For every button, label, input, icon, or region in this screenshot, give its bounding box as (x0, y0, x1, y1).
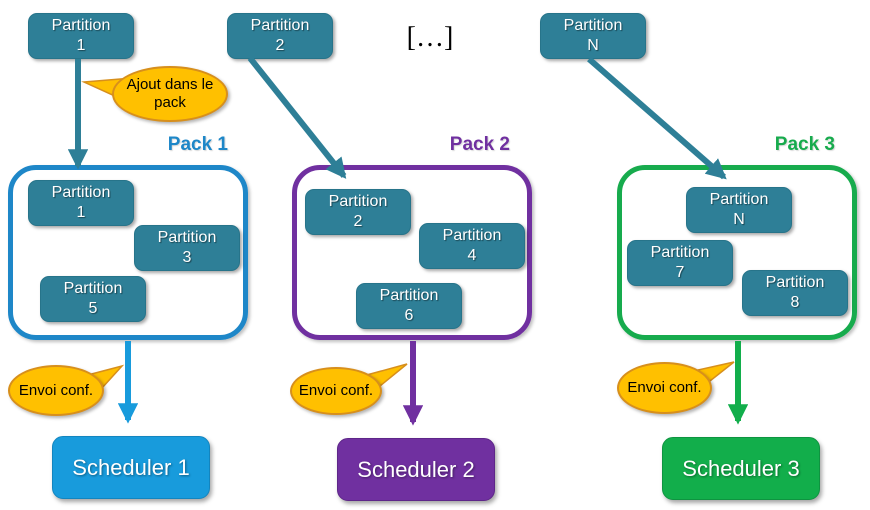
pack2-container (292, 165, 532, 340)
pack3-partition-n: Partition N (686, 187, 792, 233)
pack2-title: Pack 2 (449, 134, 510, 155)
ellipsis-text: […] (406, 22, 454, 53)
callout-envoi-conf-2: Envoi conf. (290, 367, 382, 415)
pack3-partition-8: Partition 8 (742, 270, 848, 316)
scheduler-3-box: Scheduler 3 (662, 437, 820, 500)
callout-envoi-conf-1: Envoi conf. (8, 365, 104, 416)
pack3-title: Pack 3 (774, 134, 835, 155)
scheduler-1-box: Scheduler 1 (52, 436, 210, 499)
pack1-partition-1: Partition 1 (28, 180, 134, 226)
pack2-partition-4: Partition 4 (419, 223, 525, 269)
pack1-partition-3: Partition 3 (134, 225, 240, 271)
partition-source-2: Partition 2 (227, 13, 333, 59)
pack1-container (8, 165, 248, 340)
scheduler-2-box: Scheduler 2 (337, 438, 495, 501)
callout-envoi-conf-3: Envoi conf. (617, 362, 712, 414)
partition-source-n: Partition N (540, 13, 646, 59)
pack2-partition-2: Partition 2 (305, 189, 411, 235)
pack1-partition-5: Partition 5 (40, 276, 146, 322)
pack3-partition-7: Partition 7 (627, 240, 733, 286)
partition-source-1: Partition 1 (28, 13, 134, 59)
pack2-partition-6: Partition 6 (356, 283, 462, 329)
callout-ajout-pack: Ajout dans le pack (112, 66, 228, 122)
arrow-partitionN-to-pack3 (587, 56, 727, 180)
pack3-container (617, 165, 857, 340)
arrow-partition2-to-pack2 (247, 56, 347, 179)
pack1-title: Pack 1 (167, 134, 228, 155)
